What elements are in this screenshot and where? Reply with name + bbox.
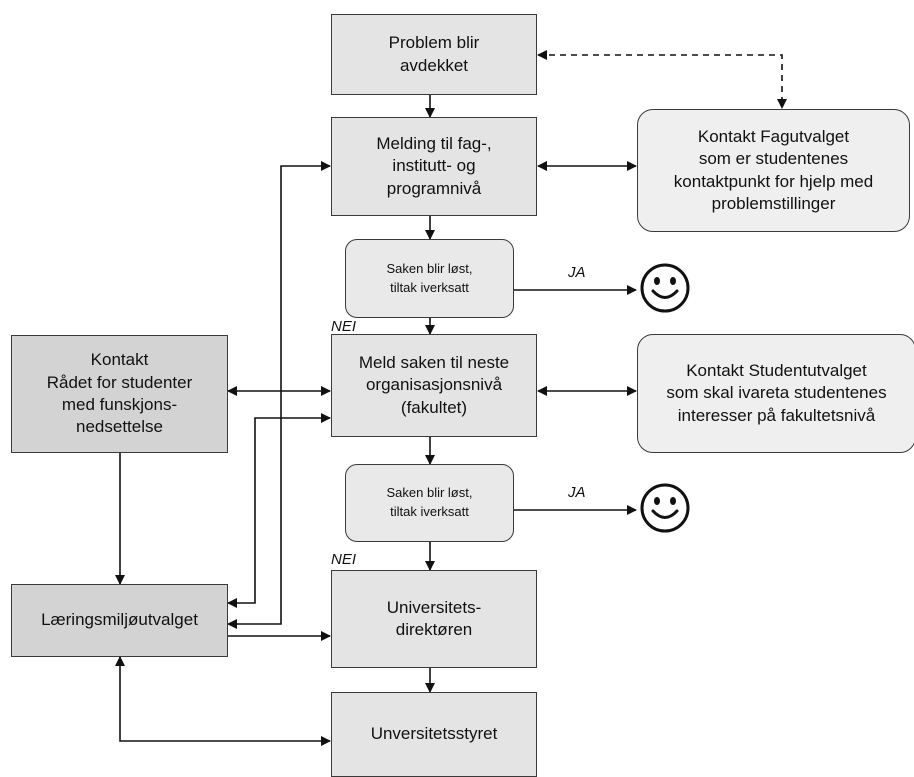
report-to-subject-level-box: Melding til fag-, institutt- og programn… (331, 117, 537, 216)
no-label-2: NEI (331, 551, 357, 568)
contact-radet-box: Kontakt Rådet for studenter med funskjon… (11, 335, 228, 453)
university-director-box: Universitets- direktøren (331, 570, 537, 668)
arrow-laeringsmiljo-to-meld (227, 413, 331, 608)
smiley-face-icon (640, 263, 690, 313)
yes-label-1: JA (568, 264, 586, 281)
laeringsmiljoutvalget-box: Læringsmiljøutvalget (11, 584, 228, 657)
problem-discovered-box: Problem blir avdekket (331, 14, 537, 95)
report-to-faculty-box: Meld saken til neste organisasjonsnivå (… (331, 334, 537, 437)
contact-studentutvalget-box: Kontakt Studentutvalget som skal ivareta… (637, 334, 914, 453)
smiley-face-icon (640, 483, 690, 533)
yes-label-2: JA (568, 484, 586, 501)
resolved-decision-2: Saken blir løst, tiltak iverksatt (345, 464, 514, 542)
no-label-1: NEI (331, 318, 357, 335)
arrow-laeringsmiljo-styret (115, 656, 331, 746)
resolved-decision-1: Saken blir løst, tiltak iverksatt (345, 239, 514, 318)
arrow-laeringsmiljo-to-melding (227, 161, 331, 629)
university-board-box: Unversitetsstyret (331, 692, 537, 777)
dashed-arrow-problem-fagutvalget (537, 50, 787, 109)
contact-fagutvalget-box: Kontakt Fagutvalget som er studentenes k… (637, 109, 910, 232)
